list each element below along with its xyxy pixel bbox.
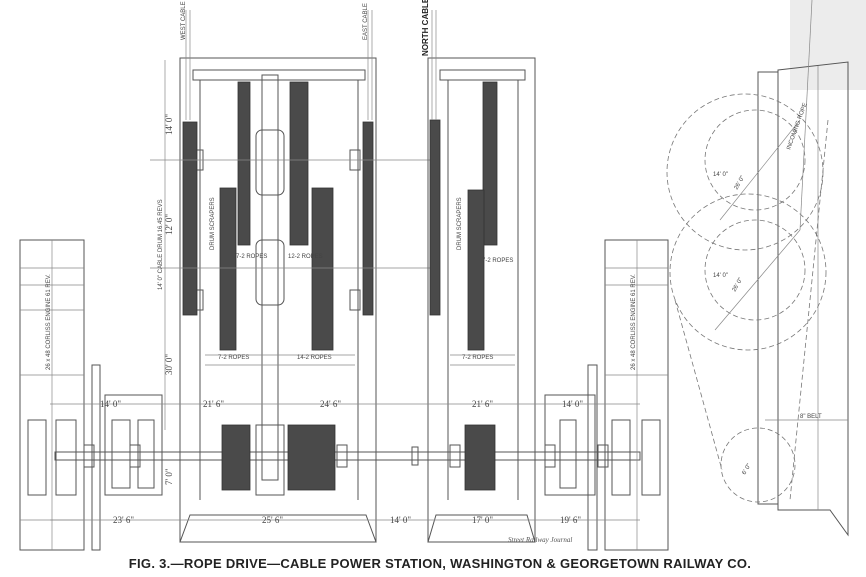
dim-v-low: 30' 0": [164, 354, 174, 375]
drum-scrapers-label: DRUM SCRAPERS: [457, 197, 463, 250]
right-flywheel: [587, 364, 598, 551]
dim-side: 14' 0": [713, 273, 728, 279]
engine-left-label: 26 x 48 CORLISS ENGINE 61 REV.: [46, 274, 52, 370]
ropes-label: 7-2 ROPES: [482, 258, 513, 264]
side-elevation: [666, 0, 866, 537]
cable-drum-label: 14' 0" CABLE DRUM 16.45 REVS: [158, 199, 164, 290]
dim-side: 26' 0": [732, 277, 745, 293]
main-shaft: [54, 444, 641, 468]
dim-h-top: 21' 6": [472, 399, 493, 409]
left-bearing-block: [104, 394, 163, 496]
figure-caption: FIG. 3.—ROPE DRIVE—CABLE POWER STATION, …: [129, 556, 751, 571]
north-cable-label: NORTH CABLE: [421, 0, 430, 56]
credit-line: Street Railway Journal: [508, 536, 572, 544]
ropes-label: 12-2 ROPES: [288, 254, 323, 260]
ropes-label: 14-2 ROPES: [297, 355, 332, 361]
dim-side: 26' 0": [734, 175, 747, 191]
dim-h-top: 14' 0": [562, 399, 583, 409]
dim-h-top: 14' 0": [100, 399, 121, 409]
dim-side: 6' 0": [742, 463, 753, 476]
dim-v-mid: 12' 0": [164, 214, 174, 235]
dim-h-top: 21' 6": [203, 399, 224, 409]
west-cable-label: WEST CABLE: [181, 1, 187, 40]
left-flywheel: [91, 364, 101, 551]
dim-h-bottom: 14' 0": [390, 515, 411, 525]
ropes-label: 7-2 ROPES: [236, 254, 267, 260]
dim-h-bottom: 23' 6": [113, 515, 134, 525]
east-cable-label: EAST CABLE: [363, 3, 369, 40]
north-drum-frame: [427, 10, 536, 543]
right-corliss-engine: 26 x 48 CORLISS ENGINE 61 REV.: [604, 239, 669, 551]
dim-h-bottom: 17' 0": [472, 515, 493, 525]
dim-h-top: 24' 6": [320, 399, 341, 409]
dim-v-top: 14' 0": [164, 114, 174, 135]
belt-label: 8" BELT: [800, 414, 822, 420]
engine-right-label: 26 x 48 CORLISS ENGINE 61 REV.: [631, 274, 637, 370]
drum-scrapers-label: DRUM SCRAPERS: [210, 197, 216, 250]
ropes-label: 7-2 ROPES: [462, 355, 493, 361]
dim-h-bottom: 25' 6": [262, 515, 283, 525]
dim-h-bottom: 19' 6": [560, 515, 581, 525]
right-bearing-block: [544, 394, 596, 496]
ropes-label: 7-2 ROPES: [218, 355, 249, 361]
west-east-drum-frame: [150, 10, 430, 543]
left-corliss-engine: 26 x 48 CORLISS ENGINE 61 REV.: [19, 239, 85, 551]
dimension-lines: [50, 60, 640, 521]
dim-v-shaft: 7' 0": [164, 468, 174, 485]
dim-side: 14' 0": [713, 172, 728, 178]
